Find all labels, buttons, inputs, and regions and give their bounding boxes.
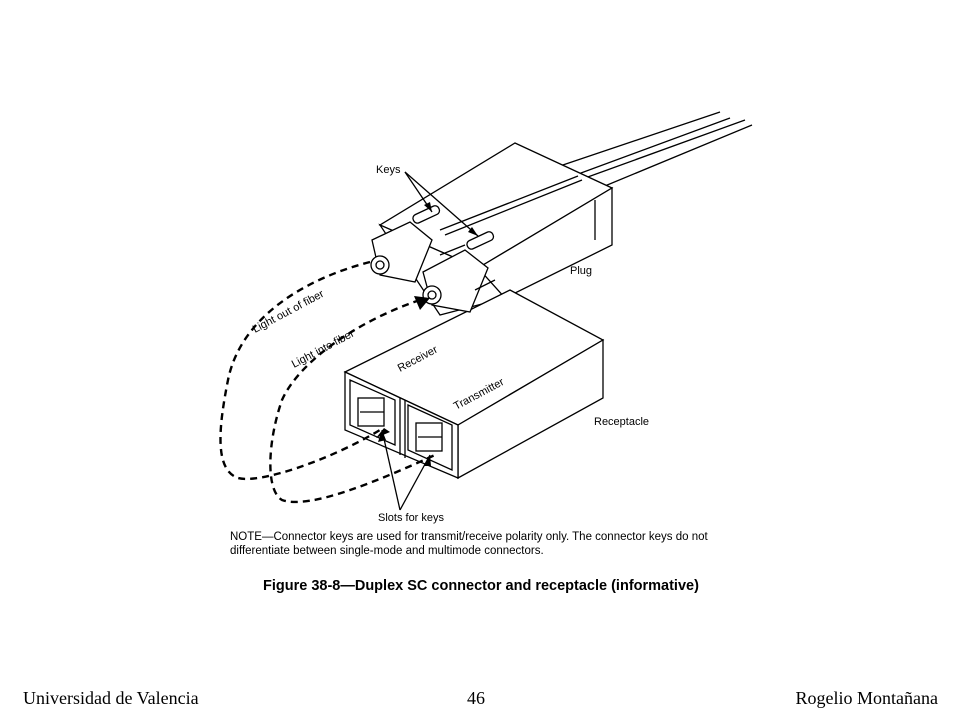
light-paths [219,260,436,504]
footer-author: Rogelio Montañana [795,688,938,708]
page-number: 46 [467,688,485,708]
figure-caption: Figure 38-8—Duplex SC connector and rece… [263,578,699,594]
label-keys: Keys [376,164,401,176]
label-light-out: Light out of fiber [251,288,327,336]
label-receptacle: Receptacle [594,416,649,428]
label-light-into: Light into fiber [290,327,357,370]
plug-ferrules [370,205,496,313]
label-plug: Plug [570,265,592,277]
pointer-lines [378,171,479,511]
receptacle-ports [349,378,453,472]
figure-note: NOTE—Connector keys are used for transmi… [230,531,708,557]
label-slots: Slots for keys [378,512,445,524]
receptacle-body [343,289,605,480]
fiber-cables [547,111,753,189]
footer-institution: Universidad de Valencia [23,688,199,708]
